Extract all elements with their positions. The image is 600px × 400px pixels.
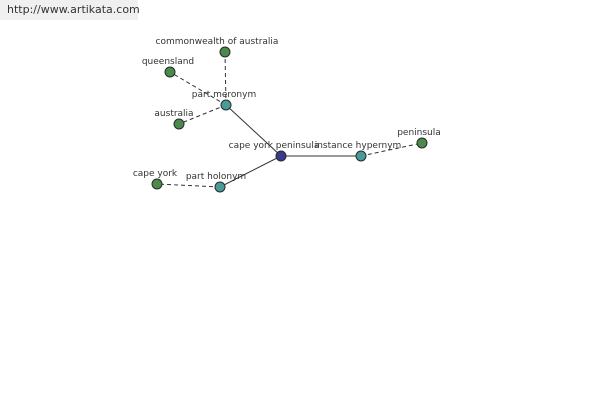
node-instance-hypernym[interactable] — [355, 150, 367, 162]
edge-center-part-holonym — [219, 155, 282, 188]
edge-meronym-queensland — [169, 71, 227, 106]
label-australia[interactable]: australia — [154, 109, 193, 119]
edge-meronym-australia — [178, 104, 227, 125]
node-peninsula[interactable] — [416, 137, 428, 149]
label-part-meronym[interactable]: part meronym — [192, 90, 256, 100]
edge-meronym-commonwealth — [224, 51, 227, 106]
label-instance-hypernym[interactable]: instance hypernym — [315, 141, 402, 151]
label-queensland[interactable]: queensland — [142, 57, 194, 67]
node-part-meronym[interactable] — [220, 99, 232, 111]
label-cape-york-peninsula[interactable]: cape york peninsula — [229, 141, 320, 151]
source-url[interactable]: http://www.artikata.com — [0, 0, 140, 20]
node-cape-york-peninsula[interactable] — [275, 150, 287, 162]
edge-hypernym-peninsula — [360, 142, 423, 157]
label-peninsula[interactable]: peninsula — [397, 128, 441, 138]
node-queensland[interactable] — [164, 66, 176, 78]
edge-holonym-cape-york — [156, 183, 221, 188]
node-part-holonym[interactable] — [214, 181, 226, 193]
label-part-holonym[interactable]: part holonym — [186, 172, 246, 182]
label-commonwealth-of-australia[interactable]: commonwealth of australia — [156, 37, 279, 47]
node-cape-york[interactable] — [151, 178, 163, 190]
label-cape-york[interactable]: cape york — [133, 169, 178, 179]
node-commonwealth-of-australia[interactable] — [219, 46, 231, 58]
node-australia[interactable] — [173, 118, 185, 130]
edge-center-part-meronym — [225, 104, 282, 157]
